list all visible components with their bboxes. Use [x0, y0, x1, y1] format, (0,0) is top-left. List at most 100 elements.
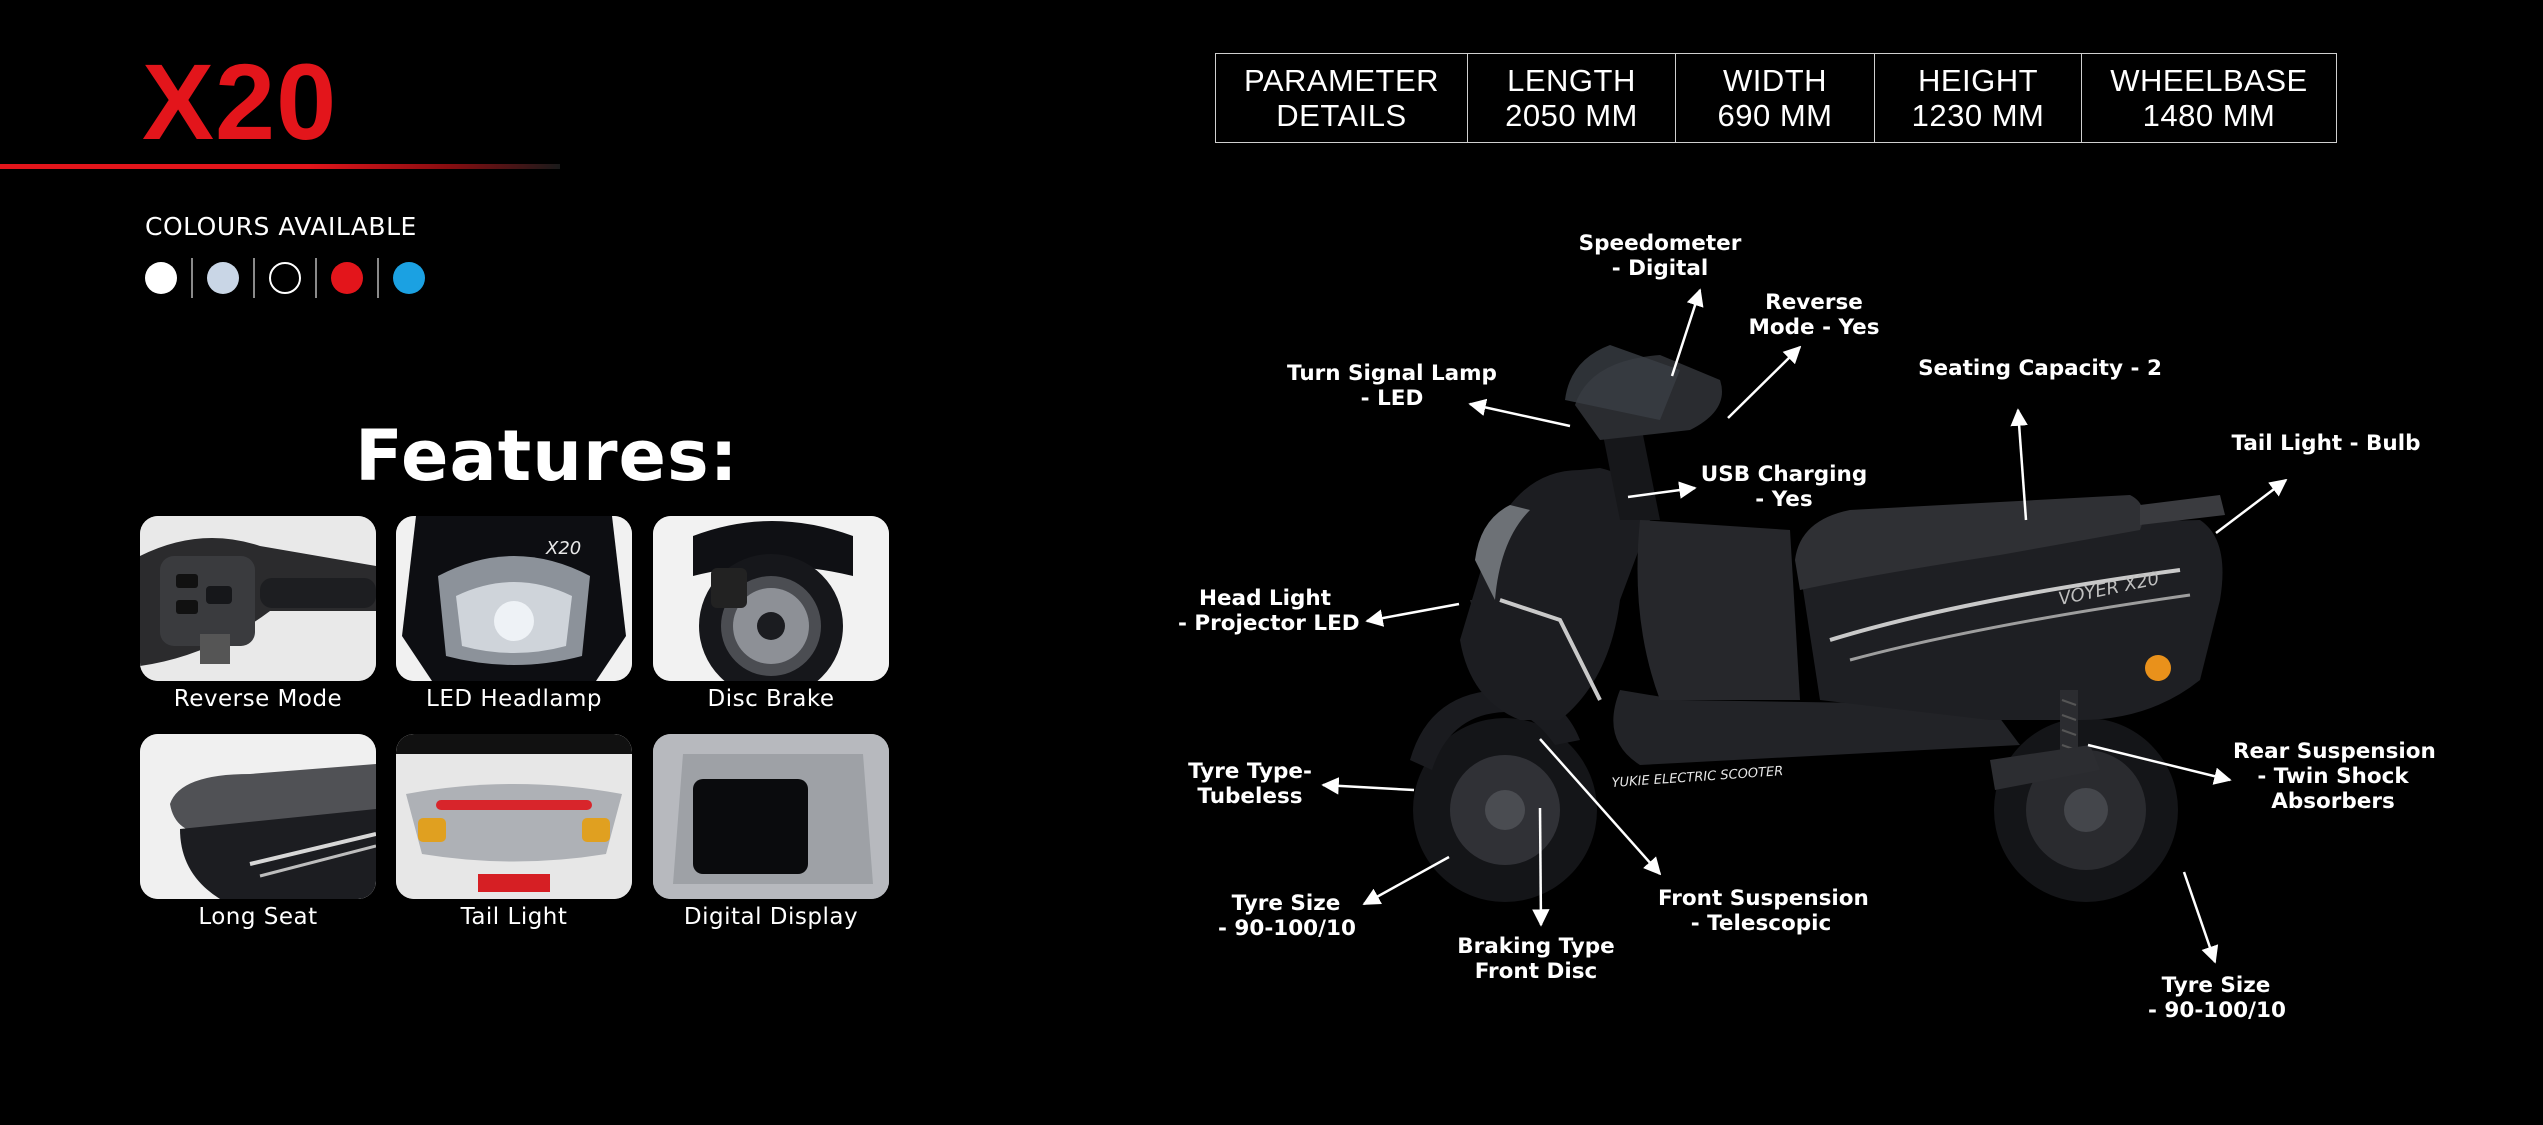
feature-photo-led-headlamp[interactable]: X20 [396, 516, 632, 681]
title-underline [0, 164, 560, 169]
seat [1795, 495, 2144, 590]
callout-tail-light: Tail Light - Bulb [2226, 431, 2426, 456]
scooter-body-text: YUKIE ELECTRIC SCOOTER [1611, 764, 1784, 791]
callout-text: - 90-100/10 [2148, 998, 2286, 1023]
callout-text: Front Disc [1474, 959, 1598, 984]
swatch-silver[interactable] [207, 262, 239, 294]
callout-text: Tyre Size [1231, 891, 1341, 916]
feature-label: Disc Brake [707, 686, 835, 712]
svg-text:X20: X20 [545, 538, 581, 559]
callout-head-light: Head Light - Projector LED [1178, 586, 1360, 636]
callout-speedometer: Speedometer - Digital [1566, 231, 1754, 281]
callout-text: Seating Capacity - 2 [1918, 356, 2162, 381]
swatch-divider [191, 258, 193, 298]
callout-tyre-size-front: Tyre Size - 90-100/10 [1218, 891, 1356, 941]
callout-arrows [1321, 288, 2288, 964]
swatch-white[interactable] [145, 262, 177, 294]
swatch-red[interactable] [331, 262, 363, 294]
arrow-seating [2010, 408, 2028, 521]
callout-tyre-type: Tyre Type- Tubeless [1185, 759, 1315, 809]
indicator [2145, 655, 2171, 681]
swatch-blue[interactable] [393, 262, 425, 294]
handlebar-switch-icon [140, 516, 376, 681]
callout-text: - 90-100/10 [1218, 916, 1356, 941]
callout-front-suspension: Front Suspension - Telescopic [1658, 886, 1869, 936]
spec-value: 690 MM [1717, 98, 1833, 133]
callout-text: USB Charging [1700, 462, 1868, 487]
colour-swatches [145, 258, 425, 298]
callout-rear-suspension: Rear Suspension - Twin Shock Absorbers [2233, 739, 2436, 814]
callout-text: - LED [1360, 386, 1424, 411]
headlamp-icon: X20 [396, 516, 632, 681]
swatch-black[interactable] [269, 262, 301, 294]
callout-seating-capacity: Seating Capacity - 2 [1915, 356, 2165, 381]
arrow-rear-suspension [2087, 743, 2232, 785]
digital-display-icon [653, 734, 889, 899]
arrow-front-suspension [1539, 738, 1662, 876]
headlight [1475, 505, 1530, 600]
callout-text: Rear Suspension [2233, 739, 2436, 764]
callout-text: Front Suspension [1658, 886, 1869, 911]
arrow-speedometer [1670, 288, 1704, 377]
spec-value: 2050 MM [1505, 98, 1638, 133]
callout-text: - Digital [1611, 256, 1709, 281]
callout-text: Tail Light - Bulb [2231, 431, 2421, 456]
arrow-tail-light [2215, 478, 2288, 534]
callout-usb-charging: USB Charging - Yes [1700, 462, 1868, 512]
arrow-tyre-size-front [1362, 855, 1450, 906]
feature-label: Digital Display [683, 904, 859, 930]
feature-photo-disc-brake[interactable] [653, 516, 889, 681]
callout-text: - Twin Shock [2257, 764, 2409, 789]
feature-photo-digital-display[interactable] [653, 734, 889, 899]
features-title: Features: [355, 415, 739, 497]
seat-icon [140, 734, 376, 899]
callout-text: Mode - Yes [1748, 315, 1880, 340]
spec-heading: WHEELBASE [2110, 63, 2308, 98]
arrow-head-light [1365, 602, 1460, 627]
arrow-usb [1627, 481, 1697, 499]
colours-label: COLOURS AVAILABLE [145, 212, 417, 241]
feature-label: LED Headlamp [426, 686, 602, 712]
callout-text: Reverse [1765, 290, 1863, 315]
tail-light-icon [396, 734, 632, 899]
callout-text: - Projector LED [1178, 611, 1360, 636]
swatch-divider [253, 258, 255, 298]
scooter-image: YUKIE ELECTRIC SCOOTER VOYER X20 [1410, 345, 2225, 902]
spec-heading: DETAILS [1276, 98, 1407, 133]
arrow-reverse [1727, 345, 1802, 419]
feature-label: Reverse Mode [173, 686, 343, 712]
feature-photo-reverse-mode[interactable] [140, 516, 376, 681]
callout-text: Speedometer [1578, 231, 1742, 256]
callout-text: Tyre Type- [1188, 759, 1312, 784]
spec-heading: WIDTH [1722, 63, 1828, 98]
spec-heading: LENGTH [1507, 63, 1636, 98]
spec-value: 1230 MM [1911, 98, 2045, 133]
feature-label: Tail Light [460, 904, 568, 930]
model-title: X20 [142, 41, 338, 162]
spec-heading: HEIGHT [1917, 63, 2039, 98]
arrow-tyre-size-rear [2182, 871, 2219, 964]
callout-text: Tubeless [1197, 784, 1303, 809]
swatch-divider [377, 258, 379, 298]
feature-photo-tail-light[interactable] [396, 734, 632, 899]
callout-reverse-mode: Reverse Mode - Yes [1735, 290, 1893, 340]
visor [1565, 345, 1680, 420]
spec-heading: PARAMETER [1243, 63, 1440, 98]
callout-braking-type: Braking Type Front Disc [1456, 934, 1616, 984]
callout-text: Turn Signal Lamp [1287, 361, 1497, 386]
callout-text: - Telescopic [1690, 911, 1832, 936]
feature-label: Long Seat [198, 904, 318, 930]
callout-text: Tyre Size [2161, 973, 2271, 998]
arrow-tyre-type [1321, 777, 1415, 795]
disc-brake-icon [653, 516, 889, 681]
feature-photo-long-seat[interactable] [140, 734, 376, 899]
callout-text: Braking Type [1457, 934, 1615, 959]
arrow-braking [1532, 807, 1550, 927]
